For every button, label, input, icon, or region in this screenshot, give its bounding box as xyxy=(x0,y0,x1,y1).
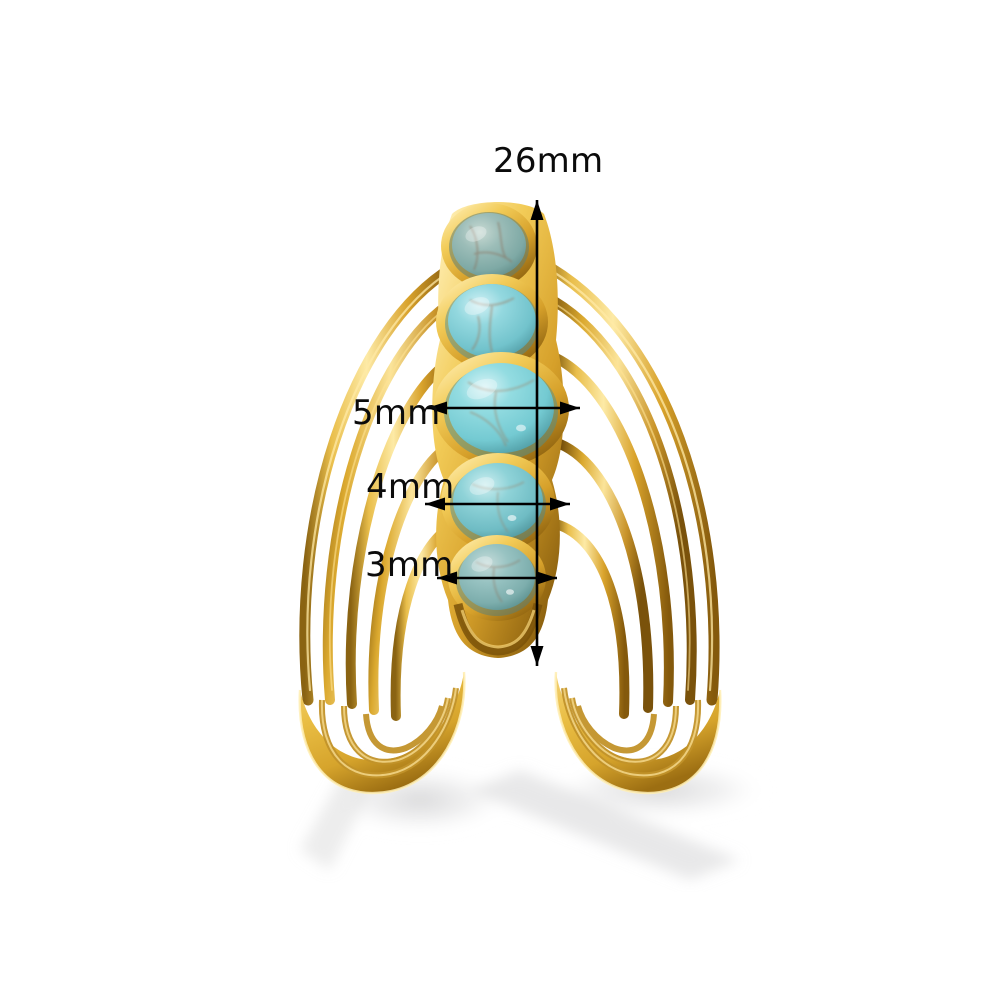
stone-5 xyxy=(448,535,546,621)
stone-2 xyxy=(436,274,548,370)
ring-shank-right xyxy=(554,671,722,795)
ring-shank-left xyxy=(298,671,466,795)
arrow-head xyxy=(537,571,557,585)
arrow-head xyxy=(560,401,580,415)
ring-bands xyxy=(299,256,720,721)
arrow-head xyxy=(550,497,570,511)
dimension-stone-5mm xyxy=(427,401,580,415)
arrow-head xyxy=(530,200,544,220)
arrow-head xyxy=(530,646,544,666)
dimension-total-height xyxy=(530,200,544,666)
dimension-stone-4mm xyxy=(425,497,570,511)
arrow-head xyxy=(437,571,457,585)
dimension-label-stone-3mm: 3mm xyxy=(365,545,454,585)
dimension-label-stone-5mm: 5mm xyxy=(352,393,441,433)
stone-1 xyxy=(441,203,537,289)
dimension-stone-3mm xyxy=(437,571,557,585)
dimension-label-stone-4mm: 4mm xyxy=(366,467,455,507)
dimension-label-height: 26mm xyxy=(493,141,604,181)
arrow-head xyxy=(427,401,447,415)
arrow-head xyxy=(425,497,445,511)
